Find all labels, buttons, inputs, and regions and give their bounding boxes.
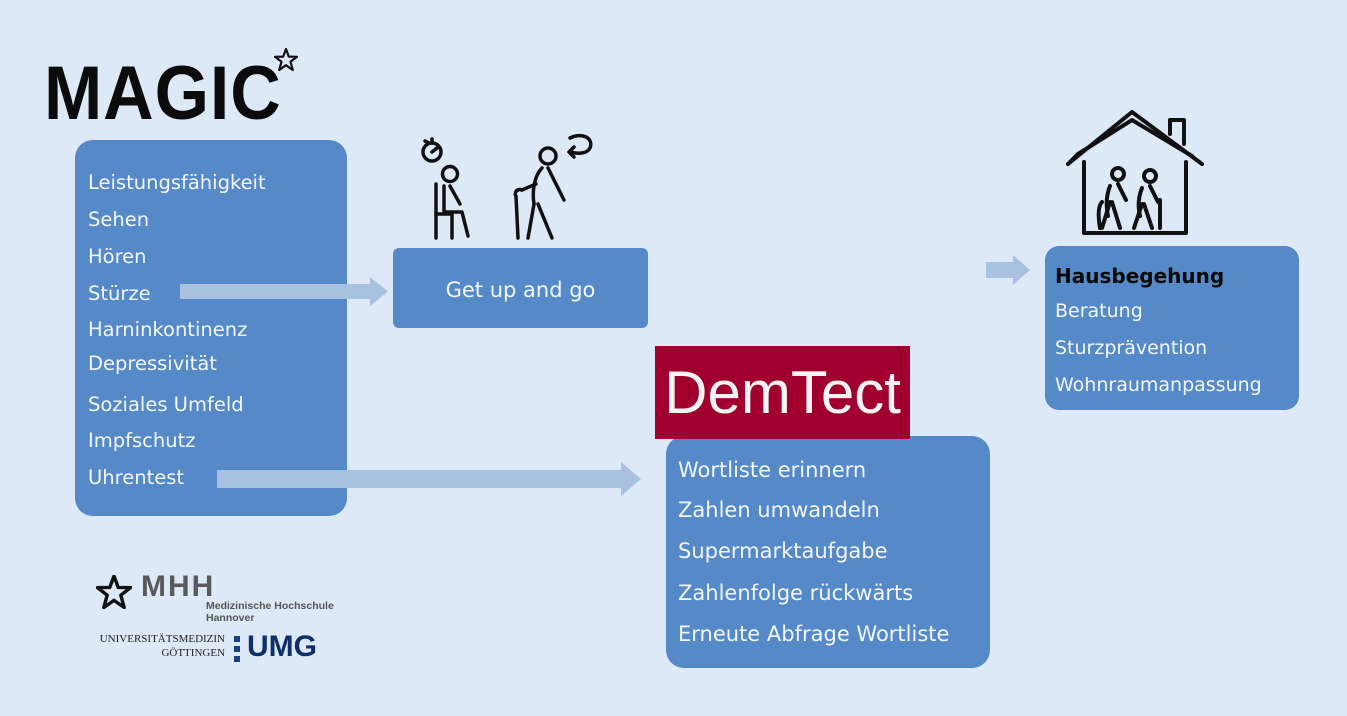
- hausbegehung-title: Hausbegehung: [1055, 264, 1225, 288]
- arrow-to-get-up: [180, 277, 388, 306]
- star-icon: [274, 48, 298, 72]
- magic-title: MAGIC: [44, 51, 282, 136]
- arrow-to-hausbegehung: [986, 255, 1030, 285]
- mhh-logo-name: Medizinische Hochschule Hannover: [206, 600, 334, 624]
- demtect-item: Erneute Abfrage Wortliste: [678, 622, 950, 646]
- magic-item: Impfschutz: [88, 429, 196, 452]
- umg-name-line1: UNIVERSITÄTSMEDIZIN: [99, 633, 225, 645]
- demtect-item: Wortliste erinnern: [678, 458, 867, 482]
- star-icon: [96, 575, 132, 609]
- demtect-item: Zahlen umwandeln: [678, 498, 880, 522]
- mhh-name-line1: Medizinische Hochschule: [206, 600, 334, 612]
- seated-person-icon: [421, 137, 470, 240]
- demtect-box: Wortliste erinnern Zahlen umwandeln Supe…: [666, 436, 990, 668]
- mhh-logo-letters: MHH: [141, 570, 216, 603]
- hausbegehung-box: Hausbegehung Beratung Sturzprävention Wo…: [1045, 246, 1299, 410]
- demtect-item: Zahlenfolge rückwärts: [678, 581, 914, 605]
- demtect-logo: DemTect: [655, 346, 910, 439]
- hausbegehung-item: Beratung: [1055, 300, 1143, 322]
- house-elderly-couple-icon: [1066, 110, 1204, 235]
- arrow-to-demtect: [217, 462, 641, 496]
- magic-item: Depressivität: [88, 352, 217, 375]
- get-up-and-go-box: Get up and go: [393, 248, 648, 328]
- magic-item: Stürze: [88, 282, 151, 305]
- umg-name-line2: GÖTTINGEN: [161, 646, 225, 659]
- get-up-and-go-label: Get up and go: [445, 278, 596, 302]
- umg-logo-letters: UMG: [247, 630, 317, 663]
- umg-dots-icon: [234, 636, 240, 662]
- hausbegehung-item: Wohnraumanpassung: [1055, 374, 1262, 396]
- demtect-item: Supermarktaufgabe: [678, 539, 888, 563]
- magic-item: Hören: [88, 245, 147, 268]
- hausbegehung-item: Sturzprävention: [1055, 337, 1208, 359]
- magic-item: Soziales Umfeld: [88, 393, 244, 416]
- mhh-name-line2: Hannover: [206, 612, 255, 625]
- magic-item: Uhrentest: [88, 466, 185, 489]
- umg-logo-name: UNIVERSITÄTSMEDIZIN GÖTTINGEN: [97, 633, 225, 661]
- walking-person-cane-icon: [513, 133, 593, 240]
- magic-criteria-box: Leistungsfähigkeit Sehen Hören Stürze Ha…: [75, 140, 347, 516]
- magic-item: Harninkontinenz: [88, 318, 248, 341]
- magic-item: Sehen: [88, 208, 150, 231]
- magic-item: Leistungsfähigkeit: [88, 171, 266, 194]
